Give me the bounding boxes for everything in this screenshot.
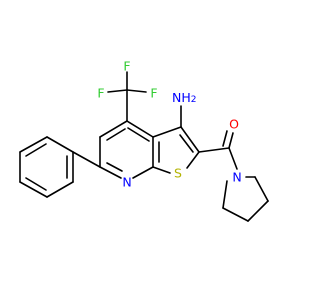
bond-cf3-f-left (107, 89, 128, 93)
bond-c4-c4a (126, 120, 154, 138)
bond-carbonyl-o-double (222, 130, 228, 147)
bond-c2-s (186, 151, 200, 169)
bond-c5-c4 (99, 120, 128, 138)
bond-ph-1 (46, 136, 74, 153)
carbonyl-oxygen-label: O (229, 117, 239, 132)
bond-s-c7a (152, 166, 171, 174)
structure-drawing: F F F NH2 O N S N (19, 59, 269, 222)
bond-ph-double-1 (25, 143, 47, 157)
bond-pyr-c3-c4 (247, 200, 269, 222)
bond-n-c6-double (106, 162, 123, 172)
fluorine-left-label: F (97, 86, 104, 101)
fluorine-right-label: F (150, 86, 157, 101)
bond-c2-carbonyl (198, 147, 230, 153)
bond-ph-4 (19, 181, 48, 198)
pyrrolidine-nitrogen-label: N (232, 170, 241, 185)
bond-carbonyl-n (228, 147, 238, 170)
fluorine-top-label: F (123, 59, 130, 74)
pyridine-nitrogen-label: N (122, 175, 131, 190)
bond-n-c6 (99, 166, 122, 179)
bond-cf3-f-right (126, 89, 147, 93)
bond-ph-5 (46, 181, 74, 198)
bond-c4-c4a-double (127, 127, 150, 142)
bond-c3-c2-double (179, 134, 194, 153)
thiophene-sulfur-label: S (174, 166, 182, 181)
molecule-diagram: F F F NH2 O N S N (19, 59, 269, 222)
bond-ph-double-2 (25, 177, 47, 191)
bond-pyr-c2-c3 (222, 207, 249, 222)
bond-lines (19, 71, 269, 222)
bond-pyr-n-c2 (222, 180, 228, 209)
bond-c3-c2 (180, 126, 200, 153)
bond-pyr-c4-c5 (254, 176, 269, 202)
atom-labels: F F F NH2 O N S N (97, 59, 241, 190)
bond-c4a-c3 (152, 126, 182, 138)
bond-carbonyl-o (228, 132, 234, 149)
amine-label: NH2 (172, 90, 196, 106)
bond-c6-phenyl (72, 151, 101, 168)
bond-ph-2 (19, 136, 48, 153)
bond-c7a-n (132, 166, 154, 179)
bond-c5-c4-double (106, 128, 126, 141)
